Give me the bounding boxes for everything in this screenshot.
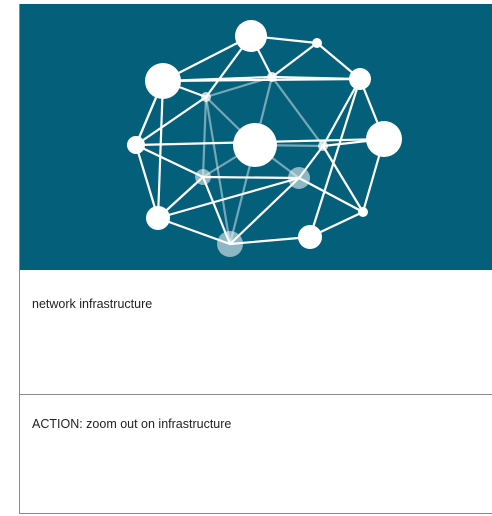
network-node: [146, 206, 170, 230]
description-panel: network infrastructure: [20, 270, 492, 395]
network-node: [349, 68, 371, 90]
network-edge: [321, 144, 365, 214]
network-node: [312, 38, 322, 48]
description-text: network infrastructure: [32, 297, 153, 311]
network-node: [195, 169, 211, 185]
network-node: [358, 207, 368, 217]
network-edge: [201, 95, 208, 179]
network-node: [267, 72, 277, 82]
network-graph-icon: [127, 20, 402, 257]
content-card: network infrastructure ACTION: zoom out …: [19, 4, 492, 514]
network-edge: [270, 75, 362, 81]
network-edge: [156, 176, 301, 220]
network-edge: [204, 75, 274, 99]
network-node: [233, 123, 277, 167]
network-node: [288, 167, 310, 189]
network-edge: [156, 79, 165, 220]
network-edge: [321, 77, 362, 148]
network-node: [366, 121, 402, 157]
network-edge: [134, 95, 208, 147]
network-edge: [201, 175, 301, 180]
network-edge: [228, 176, 301, 246]
network-node: [298, 225, 322, 249]
network-edge: [270, 41, 319, 79]
network-edge: [228, 235, 312, 246]
network-node: [235, 20, 267, 52]
action-text: ACTION: zoom out on infrastructure: [32, 417, 232, 431]
network-node: [217, 231, 243, 257]
network-edge: [204, 95, 232, 246]
banner-image: [20, 4, 492, 270]
network-edge: [270, 75, 325, 148]
network-edge: [134, 143, 160, 220]
action-panel: ACTION: zoom out on infrastructure: [20, 395, 492, 513]
network-node: [127, 136, 145, 154]
network-node: [201, 92, 211, 102]
network-node: [318, 141, 328, 151]
network-edge: [134, 143, 205, 179]
network-edge: [308, 77, 362, 239]
network-node: [145, 63, 181, 99]
network-edge: [297, 176, 365, 214]
